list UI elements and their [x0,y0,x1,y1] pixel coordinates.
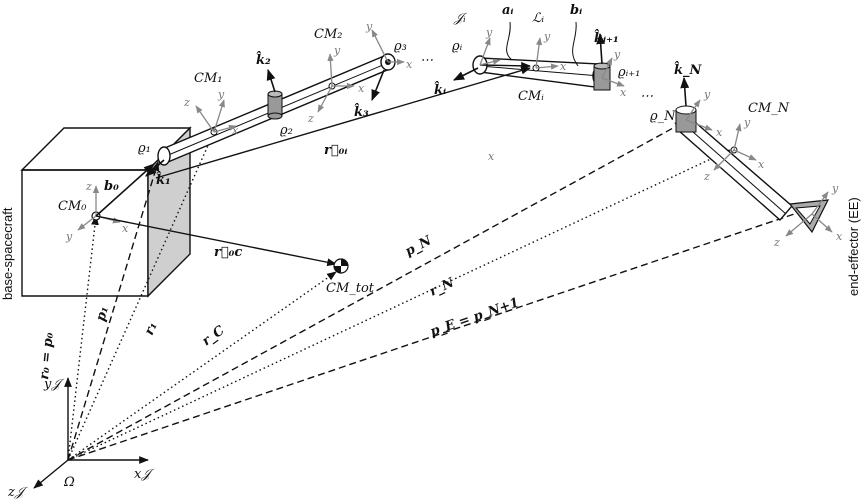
kn-label: k̂_N [674,61,703,78]
inertial-z-label: z𝒥 [7,485,29,500]
cm1-label: CM₁ [194,71,222,86]
rho3-frame [371,29,405,66]
rhon-label: ϱ_N [650,109,676,124]
rhon-x-axis: x [716,126,723,139]
cmtot-label: CM_tot [326,281,375,296]
k1-label: k̂₁ [156,171,171,188]
cm2-label: CM₂ [314,27,342,42]
pn-vector [67,121,685,461]
cmn-y-axis: y [743,116,751,129]
rhoi1-x-axis: x [620,86,627,99]
p1-vector [67,161,160,461]
ellipsis-2: ⋯ [640,89,653,104]
pe-label: p_E = p_N+1 [428,295,521,339]
k3-vector [371,69,385,102]
link-n [675,105,793,221]
rn-vector [67,149,731,461]
link-i [472,55,608,89]
b0-label: b₀ [104,179,119,194]
rhon-y-axis: y [703,88,711,101]
rhoi-y-axis: y [485,26,493,39]
ai-pointer [506,21,513,61]
cm0-x-axis: x [122,222,129,235]
ki1-label: k̂ᵢ₊₁ [594,29,619,46]
cm1-z-axis: z [183,96,190,109]
ee-y-axis: y [831,182,839,195]
cmn-x-axis: x [758,158,765,171]
origin-omega-label: Ω [63,475,75,490]
cm0-label: CM₀ [58,199,87,214]
r0c-vector [95,215,337,267]
rhoi1-label: ϱᵢ₊₁ [618,65,640,80]
rhoi1-y-axis: y [613,48,621,61]
cmi-label: CMᵢ [518,89,544,104]
ai-vector [479,61,531,70]
pn-label: p_N [403,233,435,260]
rhoi-frame [479,37,625,87]
k2-vector [266,68,276,93]
ee-x-axis: x [836,230,843,243]
rho3-label: ϱ₃ [394,39,407,54]
k1-vector [145,159,165,177]
rho3-x-axis: x [406,58,413,71]
bi-pointer [572,21,579,67]
bi-label: bᵢ [570,3,582,18]
inertial-x-label: x𝒥 [134,467,155,482]
kn-vector [680,76,690,107]
rn-label: r_N [427,275,457,300]
base-spacecraft-label: base-spacecraft [0,207,15,300]
inertial-y-label: y𝒥 [43,377,65,392]
rho3-y-axis: y [365,20,373,33]
cm1-y-axis: y [217,88,225,101]
r0i-label: r⃗₀ᵢ [324,143,347,158]
ji-label: 𝒥ᵢ [453,11,468,26]
position-vectors [67,121,813,461]
cmn-z-axis: z [703,170,710,183]
cm1-x-axis: x [232,124,239,137]
r1-vector [67,131,215,461]
rc-vector [67,271,337,461]
r0-p0-label: r₀ = p₀ [37,332,57,381]
link-n-frames [685,99,833,237]
cm0-z-axis: z [85,180,92,193]
r0-vector [67,215,99,461]
cmi-x-axis: x [560,60,567,73]
rhoi-label: ϱᵢ [452,39,463,54]
cm2-frame [317,53,355,113]
k2-label: k̂₂ [256,51,271,68]
stray-x-axis: x [488,150,495,163]
r0i-vector [155,66,531,179]
ai-label: aᵢ [502,3,514,18]
end-effector-label: end-effector (EE) [846,197,861,296]
ki-vector [452,67,479,81]
rc-label: r_C [200,323,229,349]
cm2-z-axis: z [307,112,314,125]
inertial-frame [33,377,149,489]
rotor-rho2 [267,90,283,120]
cmn-label: CM_N [748,101,790,116]
cmi-y-axis: y [543,30,551,43]
cm0-y-axis: y [65,230,73,243]
cm2-x-axis: x [358,82,365,95]
p1-label: p₁ [93,305,111,323]
cm2-y-axis: y [333,44,341,57]
cmtot-marker [333,258,349,274]
ellipsis-1: ⋯ [420,53,433,68]
rho2-label: ϱ₂ [280,123,293,138]
pe-vector [67,207,813,461]
b0-vector [95,163,155,217]
ki1-vector [596,32,606,65]
r0c-label: r⃗₀c [214,245,242,260]
cm1-frame [195,99,237,133]
ee-z-axis: z [773,236,780,249]
k3-label: k̂₃ [354,103,369,120]
r1-label: r₁ [142,320,161,338]
li-label: ℒᵢ [532,11,544,26]
rho1-label: ϱ₁ [138,141,151,156]
